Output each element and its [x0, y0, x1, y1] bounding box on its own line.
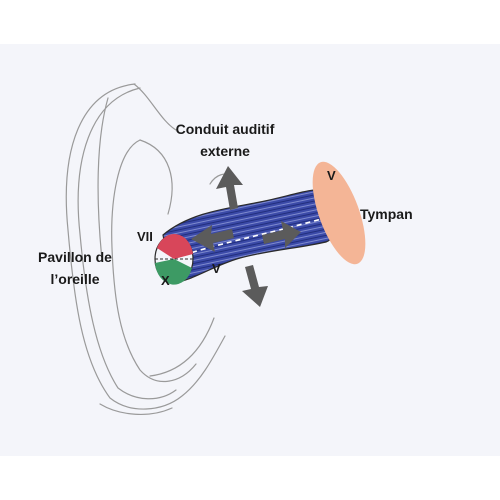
- pinna-outline: [65, 83, 233, 415]
- sector-vii: [157, 234, 193, 259]
- nerve-label-v-tympan: V: [327, 168, 336, 183]
- canal-opening: [154, 234, 194, 285]
- nerve-label-x: X: [161, 273, 170, 288]
- sector-x: [155, 259, 192, 285]
- nerve-label-v-canal: V: [212, 261, 221, 276]
- tympan: [312, 161, 366, 265]
- nerve-label-vii: VII: [137, 229, 153, 244]
- label-external-auditory-canal: Conduit auditif externe: [175, 121, 275, 159]
- label-tympan: Tympan: [360, 206, 413, 222]
- label-pinna: Pavillon de l’oreille: [38, 249, 112, 287]
- arrow-icon: [191, 166, 301, 307]
